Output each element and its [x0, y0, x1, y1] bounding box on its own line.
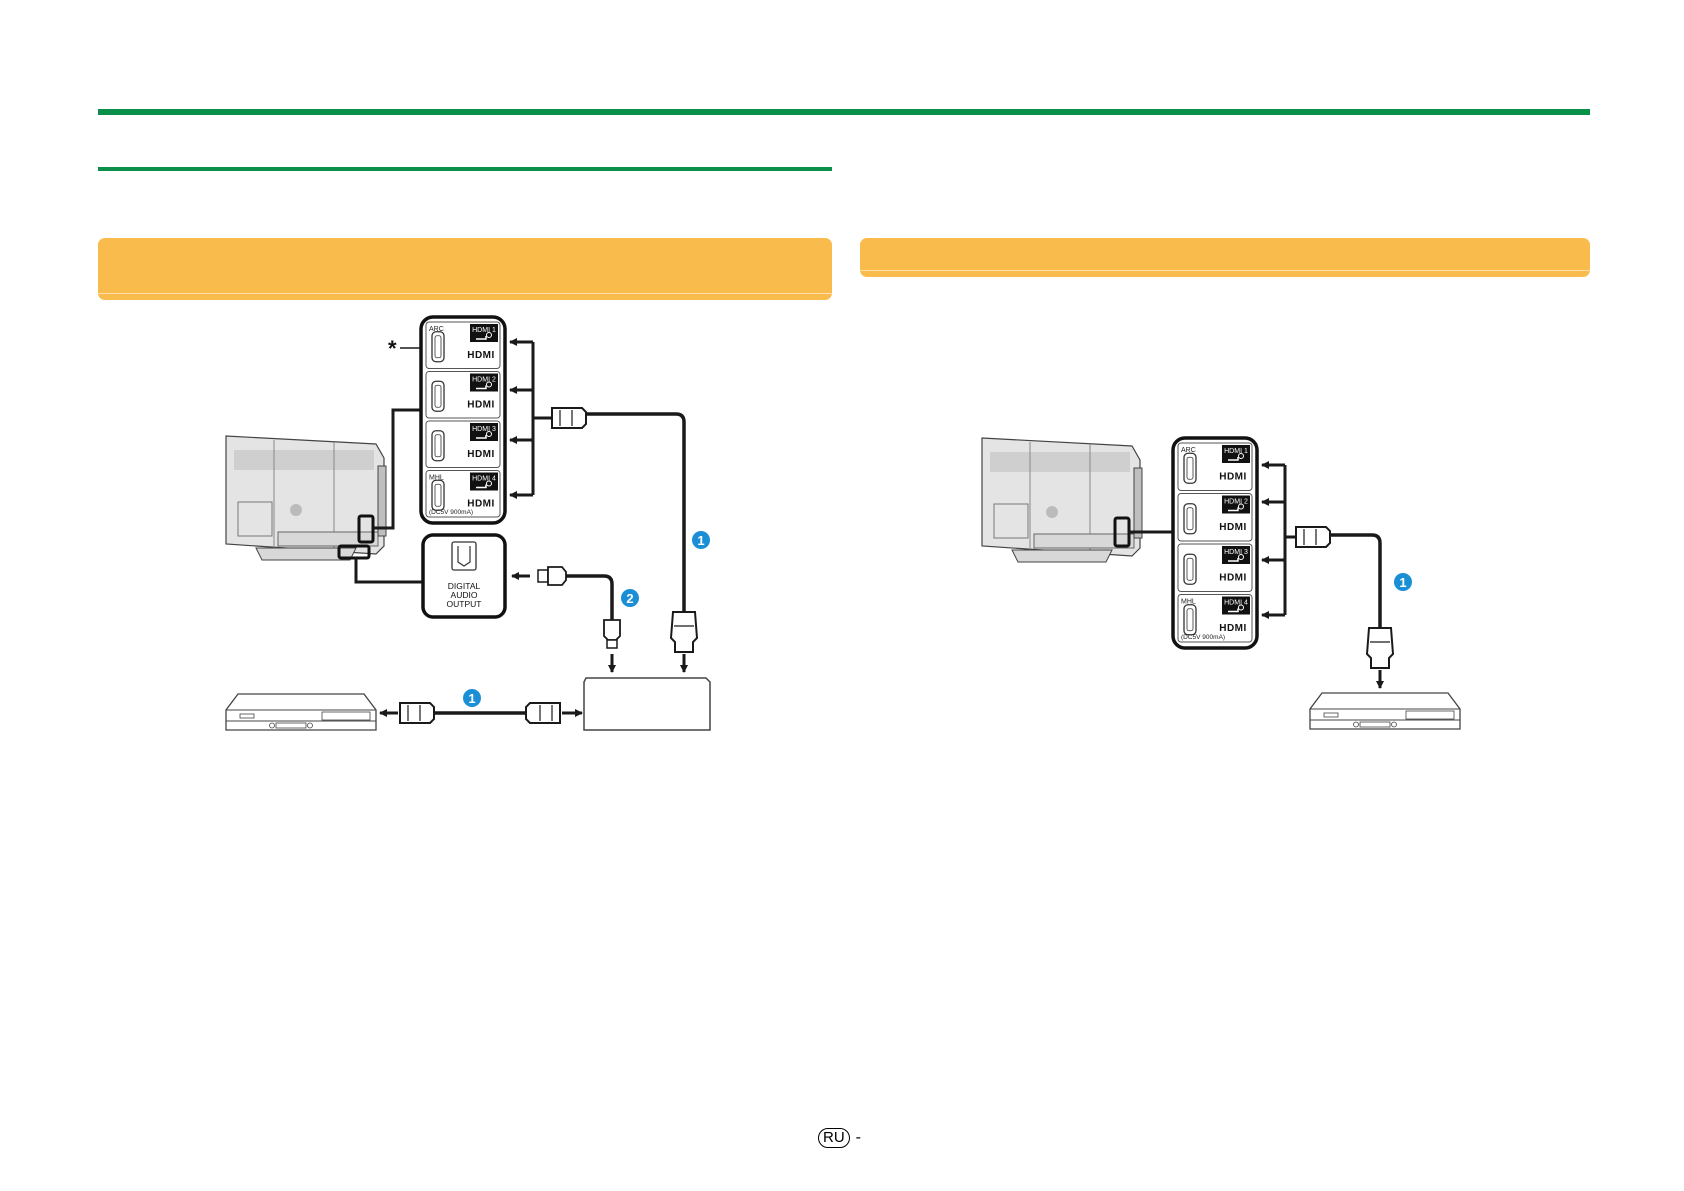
- page-footer: RU -: [818, 1128, 861, 1148]
- callout-badge-2: [621, 589, 639, 607]
- hdmi-port-2: HDMI 2 HDMI: [1177, 493, 1253, 542]
- hdmi-port-4: MHL HDMI 4 HDMI(DC5V 900mA): [425, 470, 501, 518]
- hdmi-logo: HDMI: [1219, 522, 1247, 533]
- hdmi-socket-icon: [1183, 604, 1197, 636]
- hdmi-socket-icon: [1183, 553, 1197, 585]
- hdmi-socket-icon: [431, 331, 445, 363]
- port-top-label: ARC: [429, 326, 444, 333]
- arc-link-icon: [476, 484, 487, 489]
- tv-audio-highlight: [337, 544, 371, 560]
- left-diagram: * ARC HDMI 1 HDMI HDMI 2 HDMI HDMI 3 HDMI MHL HD…: [225, 315, 711, 731]
- port-top-label: ARC: [1181, 447, 1196, 454]
- page-number-dash: -: [855, 1129, 861, 1146]
- section-rule: [98, 167, 832, 171]
- hdmi-plug-player-end: [399, 702, 435, 724]
- hdmi-plug-player-end-right: [1366, 627, 1394, 669]
- hdmi-port-4: MHL HDMI 4 HDMI(DC5V 900mA): [1177, 594, 1253, 643]
- hdmi-port-1: ARC HDMI 1 HDMI: [1177, 442, 1253, 491]
- hdmi-port-2: HDMI 2 HDMI: [425, 371, 501, 419]
- port-name: HDMI 1: [1224, 448, 1248, 455]
- arc-link-icon: [1228, 608, 1239, 613]
- hdmi-socket-icon: [431, 479, 445, 511]
- hdmi-plug-amp-end: [670, 611, 698, 653]
- hdmi-plug-amp-input-end: [525, 702, 561, 724]
- callout-badge-1-right: [1394, 573, 1412, 591]
- player-illustration-left: [225, 693, 377, 731]
- dao-label-line2: AUDIO: [451, 590, 478, 600]
- arc-link-icon: [1228, 558, 1239, 562]
- hdmi-logo: HDMI: [1219, 572, 1247, 583]
- arc-asterisk: *: [388, 336, 397, 361]
- page-top-rule: [98, 109, 1590, 115]
- hdmi-port-3: HDMI 3 HDMI: [1177, 543, 1253, 592]
- hdmi-logo: HDMI: [467, 350, 495, 361]
- port-top-label: MHL: [1181, 599, 1196, 606]
- hdmi-logo: HDMI: [1219, 623, 1247, 634]
- player-illustration-right: [1309, 692, 1461, 730]
- hdmi-logo: HDMI: [467, 498, 495, 509]
- port-name: HDMI 3: [1224, 549, 1248, 556]
- port-power-note: (DC5V 900mA): [429, 509, 473, 516]
- arc-link-icon: [1228, 507, 1239, 512]
- arc-link-icon: [1228, 457, 1239, 461]
- hdmi-logo: HDMI: [467, 399, 495, 410]
- hdmi-socket-icon: [431, 380, 445, 412]
- port-name: HDMI 3: [472, 426, 496, 433]
- callout-1-top-label: 1: [697, 533, 704, 548]
- left-section-header: [98, 238, 832, 300]
- hdmi-logo: HDMI: [1219, 471, 1247, 482]
- callout-2-label: 2: [626, 591, 633, 606]
- hdmi-socket-icon: [1183, 503, 1197, 535]
- tv-rear-illustration-right: [981, 437, 1143, 563]
- hdmi-socket-icon: [1183, 452, 1197, 484]
- arc-link-icon: [476, 336, 487, 340]
- optical-plug-tv-end: [547, 566, 567, 586]
- port-name: HDMI 2: [1224, 499, 1248, 506]
- hdmi-port-1: ARC HDMI 1 HDMI: [425, 321, 501, 369]
- language-badge: RU: [818, 1128, 850, 1148]
- arc-link-icon: [476, 435, 487, 439]
- port-name: HDMI 4: [472, 476, 496, 483]
- port-name: HDMI 2: [472, 377, 496, 384]
- dao-label-line1: DIGITAL: [448, 581, 481, 591]
- av-amplifier-illustration: [583, 677, 711, 731]
- digital-audio-output-box: [421, 533, 507, 619]
- dao-label-line3: OUTPUT: [447, 599, 482, 609]
- port-top-label: MHL: [429, 475, 444, 482]
- hdmi-socket-icon: [431, 430, 445, 462]
- port-name: HDMI 1: [472, 327, 496, 334]
- hdmi-logo: HDMI: [467, 449, 495, 460]
- hdmi-port-3: HDMI 3 HDMI: [425, 420, 501, 468]
- callout-badge-1-top: [692, 531, 710, 549]
- callout-badge-1-bottom: [463, 689, 481, 707]
- port-name: HDMI 4: [1224, 600, 1248, 607]
- arc-link-icon: [476, 385, 487, 390]
- right-section-header: [860, 238, 1590, 277]
- hdmi-plug-tv-end-right: [1295, 526, 1331, 548]
- optical-plug-amp-end: [603, 619, 621, 641]
- hdmi-plug-tv-end: [551, 407, 587, 429]
- callout-1-right-label: 1: [1399, 575, 1406, 590]
- callout-1-bottom-label: 1: [468, 691, 475, 706]
- port-power-note: (DC5V 900mA): [1181, 634, 1225, 641]
